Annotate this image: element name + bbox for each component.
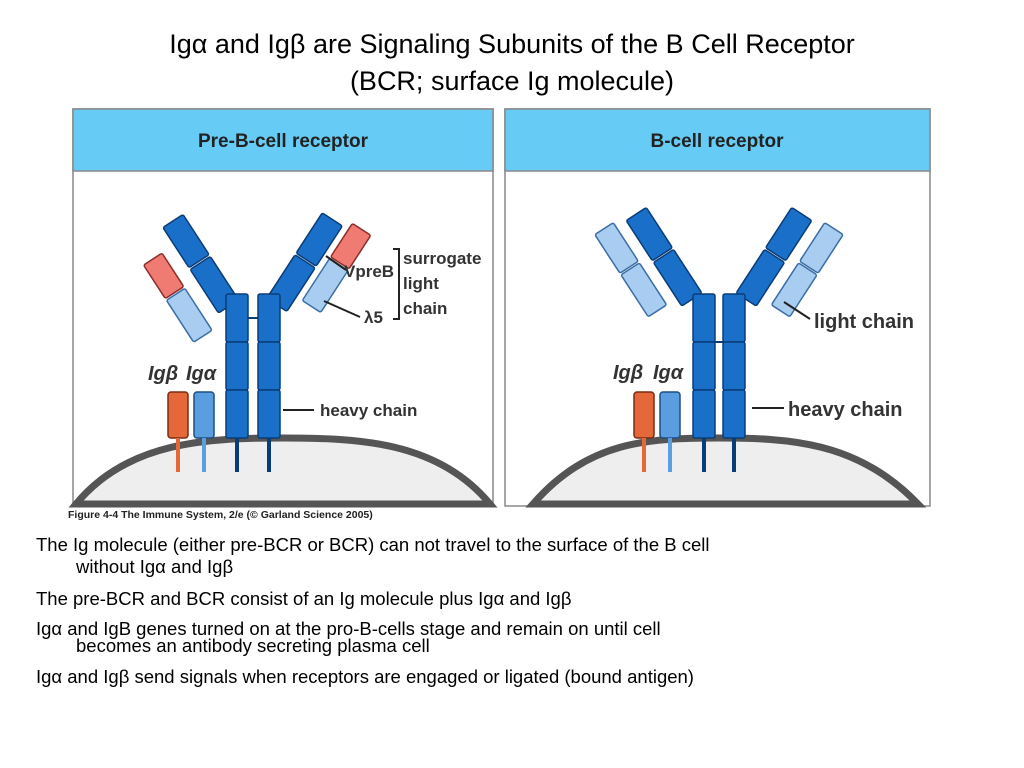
label-surrogate-line-3: chain bbox=[403, 299, 447, 318]
heavy-chain-stems-left bbox=[225, 293, 281, 472]
b-cell-membrane bbox=[525, 434, 927, 508]
pre-b-cell-header bbox=[72, 108, 494, 172]
bullet-3-line-1: Igα and IgΒ genes turned on at the pro-B… bbox=[36, 618, 661, 639]
label-ig-beta-right: Igβ bbox=[613, 362, 643, 384]
bullet-2: The pre-BCR and BCR consist of an Ig mol… bbox=[36, 588, 996, 610]
bullet-1-line-2: without Igα and Igβ bbox=[76, 556, 234, 577]
bullet-list: The Ig molecule (either pre-BCR or BCR) … bbox=[36, 534, 996, 698]
ig-alpha-subunit-right bbox=[659, 391, 681, 472]
figure-caption: Figure 4-4 The Immune System, 2/e (© Gar… bbox=[68, 509, 373, 521]
light-chain-arm-right bbox=[771, 222, 844, 317]
ig-beta-subunit-left bbox=[167, 391, 189, 472]
bullet-3: Igα and IgΒ genes turned on at the pro-B… bbox=[36, 618, 996, 656]
bullet-2-line-1: The pre-BCR and BCR consist of an Ig mol… bbox=[36, 588, 572, 609]
bullet-4: Igα and Igβ send signals when receptors … bbox=[36, 666, 996, 688]
surrogate-light-chain-left bbox=[143, 253, 213, 343]
bullet-1: The Ig molecule (either pre-BCR or BCR) … bbox=[36, 534, 996, 578]
ig-beta-subunit-right bbox=[633, 391, 655, 472]
label-vpreb: VpreB bbox=[344, 262, 394, 281]
slide-title-line-2: (BCR; surface Ig molecule) bbox=[349, 66, 675, 96]
label-ig-alpha-right: Igα bbox=[653, 362, 685, 384]
bullet-3-line-2: becomes an antibody secreting plasma cel… bbox=[76, 635, 430, 656]
heavy-chain-arm-right-bcr bbox=[736, 207, 812, 307]
label-lambda5: λ5 bbox=[364, 308, 383, 327]
bullet-1-line-1: The Ig molecule (either pre-BCR or BCR) … bbox=[36, 534, 710, 555]
receptor-figure: Pre-B-cell receptor bbox=[68, 106, 938, 526]
label-ig-alpha-left: Igα bbox=[186, 363, 218, 385]
heavy-chain-arm-left-bcr bbox=[626, 207, 702, 307]
label-surrogate-line-2: light bbox=[403, 274, 439, 293]
label-heavy-chain-left: heavy chain bbox=[320, 401, 417, 420]
b-cell-receptor-panel: B-cell receptor bbox=[504, 108, 931, 508]
label-heavy-chain-right: heavy chain bbox=[788, 399, 903, 421]
slide-title: Igα and Igβ are Signaling Subunits of th… bbox=[0, 26, 1024, 100]
label-light-chain-right: light chain bbox=[814, 311, 914, 333]
label-surrogate-line-1: surrogate bbox=[403, 249, 481, 268]
bullet-4-line-1: Igα and Igβ send signals when receptors … bbox=[36, 666, 694, 687]
pre-b-cell-title: Pre-B-cell receptor bbox=[198, 131, 369, 152]
b-cell-title: B-cell receptor bbox=[650, 131, 784, 152]
slide-title-line-1: Igα and Igβ are Signaling Subunits of th… bbox=[169, 29, 855, 59]
label-ig-beta-left: Igβ bbox=[148, 363, 178, 385]
heavy-chain-stems-right bbox=[692, 293, 746, 472]
b-cell-header bbox=[504, 108, 931, 172]
ig-alpha-subunit-left bbox=[193, 391, 215, 472]
pre-b-cell-receptor-panel: Pre-B-cell receptor bbox=[68, 108, 498, 508]
light-chain-arm-left bbox=[594, 222, 667, 317]
